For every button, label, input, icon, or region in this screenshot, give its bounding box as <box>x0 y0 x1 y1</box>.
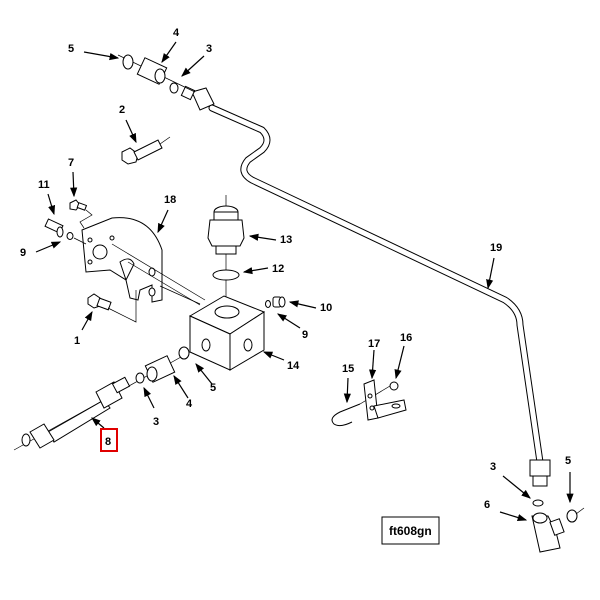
callout-3: 3 <box>206 43 212 55</box>
leader-11 <box>47 193 56 216</box>
leader-17 <box>369 349 377 380</box>
leader-5a <box>83 51 120 61</box>
part-3-oring-top <box>169 82 179 94</box>
leader-9b <box>276 313 301 329</box>
part-5-oring-bottom <box>566 509 578 523</box>
part-11-fitting <box>44 218 64 238</box>
leader-4a <box>161 41 177 63</box>
part-2-bolt <box>121 136 171 165</box>
callout-19: 19 <box>490 242 502 254</box>
callout-17: 17 <box>368 338 380 350</box>
callout-8[interactable]: 8 <box>105 436 111 448</box>
callout-5: 5 <box>565 455 571 467</box>
leader-19 <box>486 257 495 290</box>
figure-id: ft608gn <box>389 524 432 538</box>
callout-3: 3 <box>490 461 496 473</box>
leader-9a <box>35 241 62 253</box>
part-5-oring-lower <box>178 346 190 360</box>
callout-11: 11 <box>38 179 50 191</box>
callout-4: 4 <box>173 27 180 39</box>
callout-14: 14 <box>287 360 300 372</box>
callout-6: 6 <box>484 499 490 511</box>
part-6-elbow <box>531 512 565 553</box>
part-8-tube-assembly <box>21 376 131 449</box>
part-tube-top-fitting <box>180 85 215 111</box>
leader-5b <box>195 363 213 385</box>
leader-14 <box>262 351 285 361</box>
part-16-nut <box>389 381 399 391</box>
leader-13 <box>248 233 277 241</box>
part-9-oring-right <box>265 300 271 308</box>
callout-9: 9 <box>302 329 308 341</box>
leader-2 <box>125 119 137 144</box>
part-7-screw <box>69 199 88 211</box>
part-10-plug <box>272 296 286 308</box>
leader-10 <box>288 300 317 309</box>
part-18-bracket <box>81 217 163 303</box>
part-15-j-clip <box>331 403 361 427</box>
part-3-oring-lower <box>135 372 145 384</box>
part-tube-bottom-fitting <box>529 459 551 487</box>
callout-7: 7 <box>68 157 74 169</box>
callout-2: 2 <box>119 104 125 116</box>
leader-4b <box>173 374 189 399</box>
part-9-oring-left <box>66 232 74 240</box>
leader-12 <box>242 267 269 275</box>
callout-15: 15 <box>342 363 354 375</box>
callout-5: 5 <box>210 382 216 394</box>
leader-6 <box>499 511 528 521</box>
callout-12: 12 <box>272 263 284 275</box>
callout-10: 10 <box>320 302 332 314</box>
leader-3c <box>502 475 531 499</box>
part-4-fitting-lower <box>144 355 176 383</box>
leader-18 <box>157 209 169 234</box>
leader-8 <box>91 417 105 429</box>
part-4-fitting-top <box>136 57 168 85</box>
callout-16: 16 <box>400 332 412 344</box>
leader-3a <box>181 55 205 77</box>
part-17-bracket <box>363 379 407 421</box>
callout-3: 3 <box>153 416 159 428</box>
callout-13: 13 <box>280 234 292 246</box>
leader-15 <box>343 377 351 404</box>
figure-id-box <box>381 516 440 545</box>
part-13-fitting <box>207 205 245 255</box>
part-3-oring-bottom <box>532 499 544 507</box>
callout-5: 5 <box>68 43 74 55</box>
callout-8-highlight-box <box>100 428 118 452</box>
leader-3b <box>143 386 155 409</box>
leader-16 <box>394 345 405 380</box>
callout-9: 9 <box>20 247 26 259</box>
part-5-oring-top <box>122 54 134 70</box>
callout-1: 1 <box>74 335 80 347</box>
callout-18: 18 <box>164 194 176 206</box>
part-14-block <box>188 295 266 371</box>
callout-4: 4 <box>186 398 193 410</box>
part-19-tube <box>208 104 544 466</box>
leader-1 <box>81 310 93 331</box>
part-12-oring <box>212 269 240 281</box>
part-1-bolt <box>87 293 112 311</box>
leader-7 <box>70 171 78 198</box>
